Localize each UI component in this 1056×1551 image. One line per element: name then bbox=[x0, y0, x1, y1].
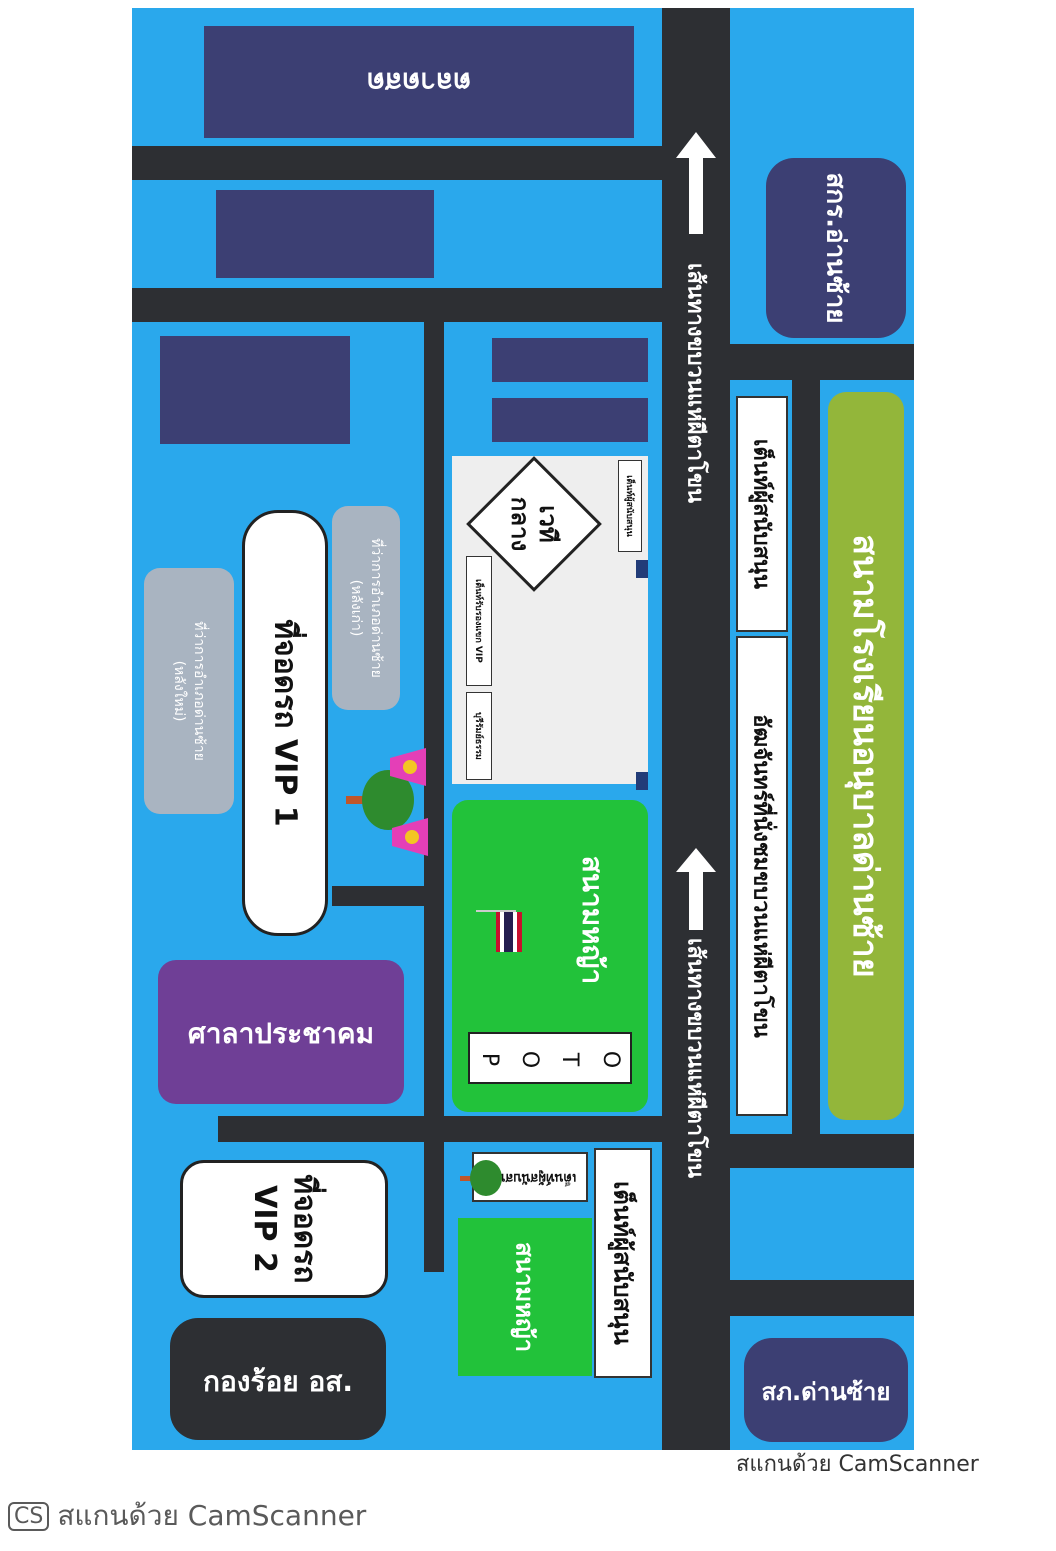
town-hall: ศาลาประชาคม bbox=[158, 960, 404, 1104]
sponsor-route-label-1: เต็นท์ผู้สนับสนุน bbox=[748, 438, 774, 590]
road-inner-vertical bbox=[424, 322, 444, 1272]
thai-flag-icon bbox=[496, 912, 522, 952]
district-office-old: ที่ว่าการอำเภอด่านซ้าย (หลังเก่า) bbox=[332, 506, 400, 710]
post-office-label: สกร.อ่านซ้าย bbox=[820, 172, 851, 324]
phi-ta-khon-mask-icon bbox=[390, 748, 426, 786]
school-field-label: สนามโรงเรียนอนุบาลด่านซ้าย bbox=[845, 534, 885, 978]
road-right-vertical bbox=[792, 380, 820, 1140]
otop-letter: P bbox=[476, 1052, 502, 1066]
camscanner-watermark-outer: CS สแกนด้วย CamScanner bbox=[8, 1494, 366, 1538]
police-station: สภ.ด่านซ้าย bbox=[744, 1338, 908, 1442]
volunteer-company-label: กองร้อย อส. bbox=[203, 1365, 353, 1398]
speaker-marker bbox=[636, 560, 648, 578]
volunteer-company: กองร้อย อส. bbox=[170, 1318, 386, 1440]
stage-text-wrap: เวที กลาง bbox=[486, 476, 582, 572]
stands-box: อัฒจันทร์ที่นั่งชมขบวนแห่ผีตาโขน bbox=[736, 636, 788, 1116]
route-label-low-container bbox=[662, 1148, 730, 1258]
parking-vip2-line2: VIP 2 bbox=[247, 1185, 282, 1273]
main-lawn-label: สนามหญ้า bbox=[576, 855, 609, 985]
sponsor-route-box-1: เต็นท์ผู้สนับสนุน bbox=[736, 396, 788, 632]
stage-label: เวที กลาง bbox=[506, 497, 562, 551]
otop-letter: O bbox=[517, 1050, 543, 1068]
district-office-old-name: ที่ว่าการอำเภอด่านซ้าย bbox=[368, 538, 384, 678]
lower-lawn: สนามหญ้า bbox=[458, 1218, 592, 1376]
sponsor-route-label-2: เต็นท์ผู้สนับสนุน bbox=[608, 1181, 637, 1345]
camscanner-logo-icon: CS bbox=[8, 1501, 50, 1531]
road-right-horizontal-3 bbox=[730, 1280, 914, 1316]
up-arrow-icon bbox=[676, 848, 716, 930]
lower-lawn-label: สนามหญ้า bbox=[510, 1241, 539, 1353]
district-office-new: ที่ว่าการอำเภอด่านซ้าย (หลังใหม่) bbox=[144, 568, 234, 814]
camscanner-watermark-inner: สแกนด้วย CamScanner bbox=[736, 1452, 979, 1477]
parking-vip1: ที่จอดรถ VIP 1 bbox=[242, 510, 328, 936]
otop-letter: T bbox=[557, 1052, 583, 1066]
event-map: ตลาดสด สกร.อ่านซ้าย เส้นทางขบวนแห่ผีตาโข… bbox=[132, 8, 914, 1450]
phi-ta-khon-mask-icon bbox=[392, 818, 428, 856]
route-label-mid: เส้นทางขบวนแห่ผีตาโขน bbox=[682, 937, 708, 1179]
parking-vip2: ที่จอดรถ VIP 2 bbox=[180, 1160, 388, 1298]
road-second-horizontal bbox=[132, 288, 672, 322]
road-small-connector bbox=[332, 886, 424, 906]
stands-label: อัฒจันทร์ที่นั่งชมขบวนแห่ผีตาโขน bbox=[748, 714, 774, 1038]
tree-icon bbox=[460, 1160, 502, 1196]
parking-vip2-line1: ที่จอดรถ bbox=[287, 1174, 322, 1284]
fresh-market: ตลาดสด bbox=[204, 26, 634, 138]
tent-vip-guest-label: เต็นท์รับรองแขก VIP bbox=[473, 579, 483, 663]
otop-letter-row: P O T O bbox=[470, 1034, 632, 1084]
road-right-horizontal-1 bbox=[730, 344, 914, 380]
tent-sponsor-small-label: เต็นท์ผู้สนับสนุน bbox=[624, 475, 634, 537]
town-hall-label: ศาลาประชาคม bbox=[187, 1017, 375, 1050]
otop-letter: O bbox=[598, 1050, 624, 1068]
stage-label-line1: เวที bbox=[534, 505, 562, 543]
parking-vip1-label: ที่จอดรถ VIP 1 bbox=[267, 619, 303, 827]
district-office-old-label: ที่ว่าการอำเภอด่านซ้าย (หลังเก่า) bbox=[346, 538, 386, 678]
school-field: สนามโรงเรียนอนุบาลด่านซ้าย bbox=[828, 392, 904, 1120]
up-arrow-icon bbox=[676, 132, 716, 234]
road-top-horizontal bbox=[132, 146, 672, 180]
tree-icon bbox=[346, 770, 414, 830]
district-office-new-label: ที่ว่าการอำเภอด่านซ้าย (หลังใหม่) bbox=[169, 621, 209, 761]
main-lawn: สนามหญ้า bbox=[452, 800, 648, 1112]
district-office-new-name: ที่ว่าการอำเภอด่านซ้าย bbox=[191, 621, 207, 761]
building-block-4 bbox=[492, 338, 648, 382]
thai-flag-pole bbox=[476, 910, 516, 912]
otop-box bbox=[468, 1032, 632, 1084]
building-block-2 bbox=[216, 190, 434, 278]
route-label-top: เส้นทางขบวนแห่ผีตาโขน bbox=[682, 262, 708, 504]
building-block-5 bbox=[492, 398, 648, 442]
blue-block-lower-right-1 bbox=[742, 1172, 914, 1272]
parking-vip2-label: ที่จอดรถ VIP 2 bbox=[244, 1174, 324, 1283]
route-label-top-container: เส้นทางขบวนแห่ผีตาโขน bbox=[662, 218, 730, 548]
camscanner-watermark-text: สแกนด้วย CamScanner bbox=[57, 1499, 367, 1532]
tent-dignitary: บุรีรัมย์ธรรม bbox=[466, 692, 492, 780]
speaker-marker bbox=[636, 772, 648, 790]
district-office-new-sub: (หลังใหม่) bbox=[171, 660, 187, 722]
road-right-horizontal-2 bbox=[730, 1134, 914, 1168]
tent-vip-guest: เต็นท์รับรองแขก VIP bbox=[466, 556, 492, 686]
tent-sponsor-small: เต็นท์ผู้สนับสนุน bbox=[618, 460, 642, 552]
main-road-vertical bbox=[662, 8, 730, 1450]
police-label: สภ.ด่านซ้าย bbox=[761, 1378, 891, 1406]
sponsor-route-box-2: เต็นท์ผู้สนับสนุน bbox=[594, 1148, 652, 1378]
district-office-old-sub: (หลังเก่า) bbox=[348, 579, 364, 637]
building-block-3 bbox=[160, 336, 350, 444]
tent-dignitary-label: บุรีรัมย์ธรรม bbox=[473, 712, 483, 760]
fresh-market-label: ตลาดสด bbox=[366, 66, 472, 99]
main-lawn-label-wrap: สนามหญ้า bbox=[562, 830, 622, 1010]
road-lower-horizontal bbox=[218, 1116, 672, 1142]
stage-label-line2: กลาง bbox=[506, 496, 534, 552]
post-office: สกร.อ่านซ้าย bbox=[766, 158, 906, 338]
